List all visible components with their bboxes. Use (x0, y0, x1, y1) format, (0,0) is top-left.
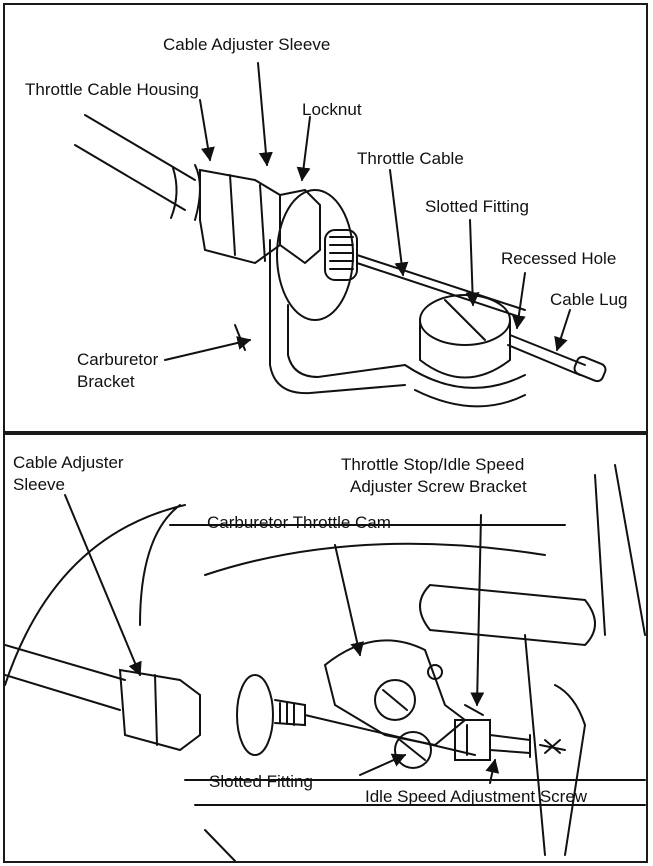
bottom-leader-lines (64, 494, 500, 784)
top-panel: Cable Adjuster Sleeve Throttle Cable Hou… (3, 3, 648, 433)
label-bottom-cable-adjuster-sleeve-line1: Cable Adjuster (13, 453, 124, 472)
label-locknut: Locknut (302, 100, 362, 119)
label-slotted-fitting: Slotted Fitting (425, 197, 529, 216)
label-cable-adjuster-sleeve: Cable Adjuster Sleeve (163, 35, 331, 54)
bottom-cable-adjuster-sleeve-drawing (118, 668, 306, 756)
top-illustration (74, 62, 607, 408)
top-leader-lines (164, 62, 571, 361)
carburetor-bracket-drawing (234, 189, 406, 395)
label-bottom-cable-adjuster-sleeve-line2: Sleeve (13, 475, 65, 494)
throttle-stop-bracket-drawing (454, 704, 566, 761)
label-carburetor-bracket-line1: Carburetor (77, 350, 159, 369)
label-cable-lug: Cable Lug (550, 290, 628, 309)
throttle-cable-housing-drawing (74, 114, 201, 221)
label-throttle-stop-line1: Throttle Stop/Idle Speed (341, 455, 525, 474)
label-bottom-slotted-fitting: Slotted Fitting (209, 772, 313, 791)
cable-adjuster-sleeve-drawing (199, 168, 281, 265)
engine-housing-drawing (5, 464, 646, 861)
label-throttle-cable: Throttle Cable (357, 149, 464, 168)
cable-lug-drawing (507, 334, 607, 383)
bottom-illustration (5, 464, 646, 861)
slotted-fitting-drawing (404, 294, 526, 408)
label-throttle-cable-housing: Throttle Cable Housing (25, 80, 199, 99)
bottom-slotted-fitting-drawing (394, 731, 432, 769)
locknut-drawing (279, 188, 321, 265)
throttle-cable-drawing (356, 254, 526, 311)
bottom-panel: Cable Adjuster Sleeve Throttle Stop/Idle… (3, 433, 648, 863)
label-carburetor-throttle-cam: Carburetor Throttle Cam (207, 513, 391, 532)
label-carburetor-bracket-line2: Bracket (77, 372, 135, 391)
label-idle-speed-adjustment-screw: Idle Speed Adjustment Screw (365, 787, 588, 806)
label-recessed-hole: Recessed Hole (501, 249, 617, 268)
label-throttle-stop-line2: Adjuster Screw Bracket (350, 477, 527, 496)
carburetor-throttle-cam-drawing (323, 639, 467, 747)
